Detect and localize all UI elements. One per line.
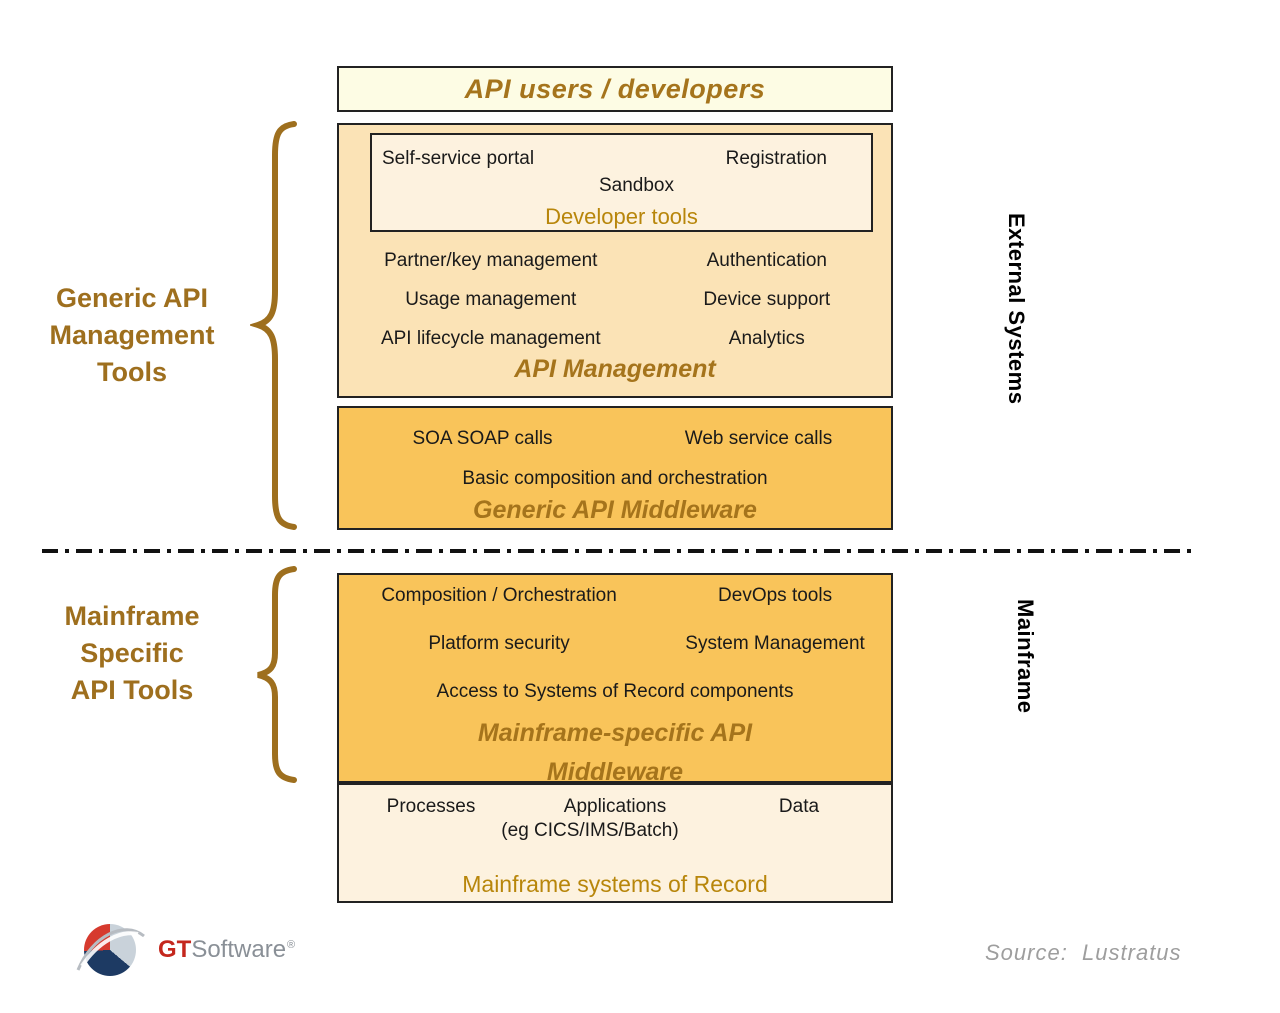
processes-label: Processes — [386, 796, 476, 817]
mainframe-middleware-row-2: Platform security System Management — [339, 633, 891, 655]
web-service-calls-label: Web service calls — [684, 428, 833, 449]
applications-label: Applications — [563, 796, 667, 817]
external-systems-label: External Systems — [1004, 213, 1029, 405]
device-support-label: Device support — [703, 288, 831, 310]
mainframe-side-label: Mainframe — [1013, 599, 1038, 714]
api-management-box: Self-service portal Registration Sandbox… — [337, 123, 893, 398]
registration-label: Registration — [725, 148, 827, 169]
access-systems-of-record-label: Access to Systems of Record components — [436, 681, 794, 702]
usage-management-label: Usage management — [405, 288, 577, 310]
api-users-title: API users / developers — [464, 73, 766, 104]
mainframe-api-tools-line3: API Tools — [70, 675, 194, 705]
systems-of-record-box: Processes Applications Data (eg CICS/IMS… — [337, 783, 893, 903]
generic-api-tools-line1: Generic API — [55, 283, 209, 313]
mainframe-middleware-title-line1: Mainframe-specific API — [477, 719, 753, 747]
api-management-title: API Management — [514, 355, 716, 383]
self-service-portal-label: Self-service portal — [382, 148, 535, 169]
mainframe-api-tools-line2: Specific — [80, 638, 184, 668]
generic-api-tools-line2: Management — [49, 320, 215, 350]
generic-middleware-row: SOA SOAP calls Web service calls — [339, 428, 891, 450]
api-management-row-3: API lifecycle management Analytics — [339, 319, 891, 358]
mainframe-middleware-title-line2: Middleware — [546, 758, 684, 786]
globe-icon — [76, 920, 148, 980]
mainframe-middleware-title: Mainframe-specific API Middleware — [339, 714, 891, 792]
developer-tools-box: Self-service portal Registration Sandbox… — [370, 133, 873, 232]
composition-orchestration-label: Composition / Orchestration — [381, 585, 617, 606]
system-management-label: System Management — [685, 633, 865, 654]
dashed-divider-line — [42, 549, 1198, 553]
basic-composition-label: Basic composition and orchestration — [462, 468, 768, 489]
api-users-box: API users / developers — [337, 66, 893, 112]
mainframe-middleware-row-1: Composition / Orchestration DevOps tools — [339, 585, 891, 607]
source-attribution: Source: Lustratus — [985, 940, 1182, 965]
generic-brace — [250, 121, 297, 530]
mainframe-api-tools-line1: Mainframe — [64, 601, 200, 631]
api-lifecycle-management-label: API lifecycle management — [380, 327, 601, 349]
generic-middleware-title: Generic API Middleware — [473, 496, 757, 524]
mainframe-api-tools-label: Mainframe Specific API Tools — [18, 598, 246, 709]
mainframe-middleware-box: Composition / Orchestration DevOps tools… — [337, 573, 893, 786]
generic-middleware-box: SOA SOAP calls Web service calls Basic c… — [337, 406, 893, 530]
orbit-swoosh — [76, 928, 145, 971]
logo-software-text: Software — [191, 936, 287, 963]
generic-api-tools-label: Generic API Management Tools — [18, 280, 246, 391]
data-label: Data — [778, 796, 820, 817]
partner-key-management-label: Partner/key management — [384, 249, 598, 271]
systems-of-record-title: Mainframe systems of Record — [462, 871, 768, 897]
authentication-label: Authentication — [706, 249, 827, 271]
mainframe-brace — [257, 566, 297, 783]
systems-of-record-row: Processes Applications Data — [339, 796, 891, 818]
api-management-row-1: Partner/key management Authentication — [339, 241, 891, 280]
api-management-row-2: Usage management Device support — [339, 280, 891, 319]
devops-tools-label: DevOps tools — [718, 585, 833, 606]
platform-security-label: Platform security — [428, 633, 570, 654]
soa-soap-calls-label: SOA SOAP calls — [412, 428, 553, 449]
cics-ims-batch-label: (eg CICS/IMS/Batch) — [501, 820, 679, 841]
logo-registered-mark: ® — [287, 939, 296, 951]
developer-tools-title: Developer tools — [545, 204, 698, 229]
generic-api-tools-line3: Tools — [97, 357, 167, 387]
api-management-rows: Partner/key management Authentication Us… — [339, 241, 891, 358]
sandbox-label: Sandbox — [598, 175, 674, 196]
developer-tools-row: Self-service portal Registration — [372, 135, 871, 170]
logo-gt-text: GT — [158, 936, 192, 963]
analytics-label: Analytics — [728, 327, 805, 349]
